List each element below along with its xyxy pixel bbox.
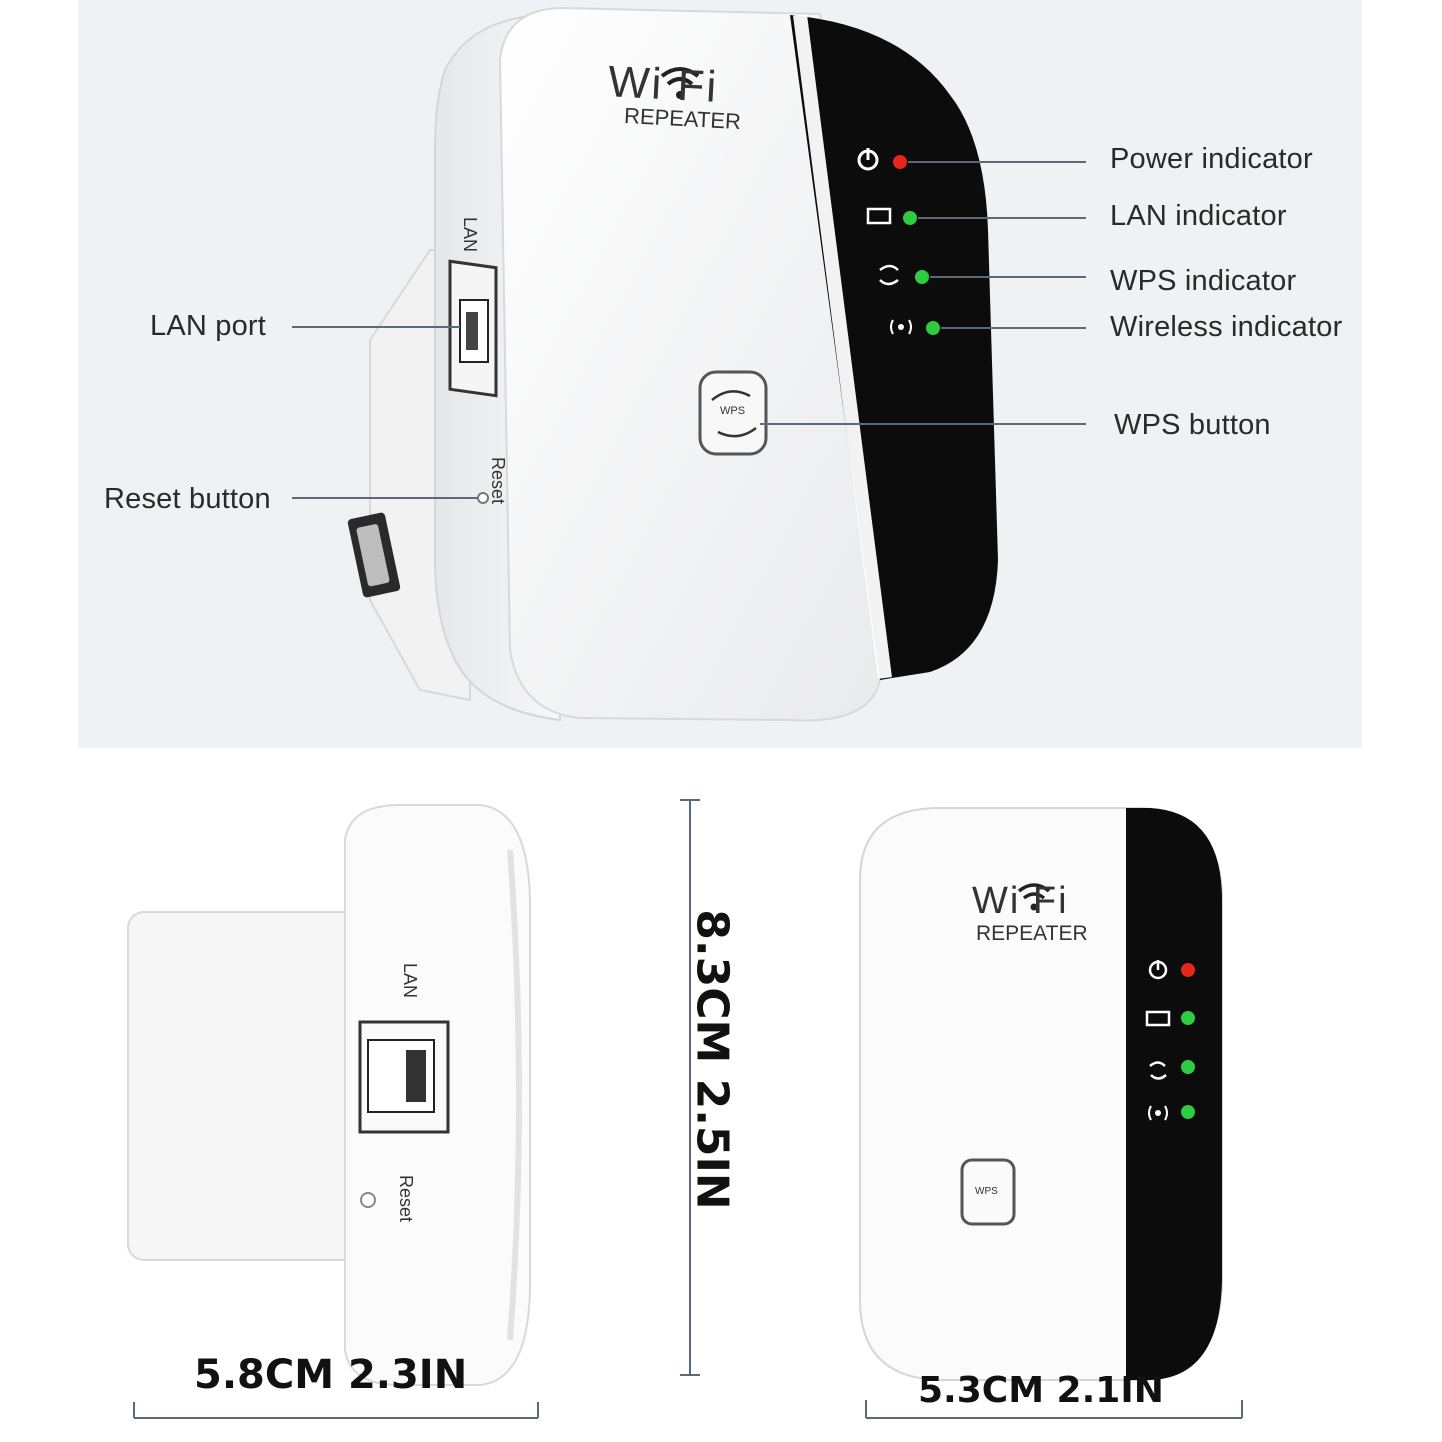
front-wps-key	[960, 1158, 1016, 1226]
front-wireless-led	[1181, 1105, 1195, 1119]
top-lan-port-label: LAN	[460, 216, 481, 253]
side-view-illustration	[127, 799, 700, 1419]
wireless-led	[926, 321, 940, 335]
callout-lan-port: LAN port	[150, 310, 267, 342]
leader-lines	[292, 161, 1086, 499]
callout-wireless-indicator: Wireless indicator	[1110, 311, 1343, 343]
side-reset-label: Reset	[396, 1174, 417, 1223]
front-width-label: 5.3CM 2.1IN	[918, 1370, 1164, 1411]
front-width-dimension	[865, 1400, 1243, 1419]
lan-led	[903, 211, 917, 225]
front-lan-led	[1181, 1011, 1195, 1025]
front-black-panel	[1126, 808, 1222, 1380]
side-lan-label: LAN	[400, 962, 421, 999]
front-brand-repeater: REPEATER	[976, 922, 1088, 945]
device-black-panel	[790, 15, 998, 680]
wps-led	[915, 270, 929, 284]
callout-reset-button: Reset button	[104, 483, 271, 515]
device-front	[498, 6, 882, 722]
front-brand-wifi: Wi Fi	[972, 880, 1069, 922]
side-plug-block	[127, 911, 369, 1261]
callout-power-indicator: Power indicator	[1110, 143, 1313, 175]
front-power-led	[1181, 963, 1195, 977]
front-wps-key-label: WPS	[975, 1186, 998, 1197]
front-view-illustration	[859, 807, 1243, 1419]
callout-wps-indicator: WPS indicator	[1110, 265, 1297, 297]
top-wps-key-label: WPS	[720, 405, 746, 417]
front-wps-led	[1181, 1060, 1195, 1074]
side-width-label: 5.8CM 2.3IN	[194, 1352, 468, 1398]
top-device-illustration	[292, 6, 1086, 722]
side-width-dimension	[133, 1402, 539, 1419]
callout-wps-button: WPS button	[1114, 409, 1271, 441]
height-label: 8.3CM 2.5IN	[686, 909, 738, 1210]
height-dimension	[680, 799, 700, 1376]
side-reset-pinhole	[360, 1192, 376, 1208]
top-reset-label: Reset	[488, 456, 509, 505]
power-led	[893, 155, 907, 169]
callout-lan-indicator: LAN indicator	[1110, 200, 1287, 232]
